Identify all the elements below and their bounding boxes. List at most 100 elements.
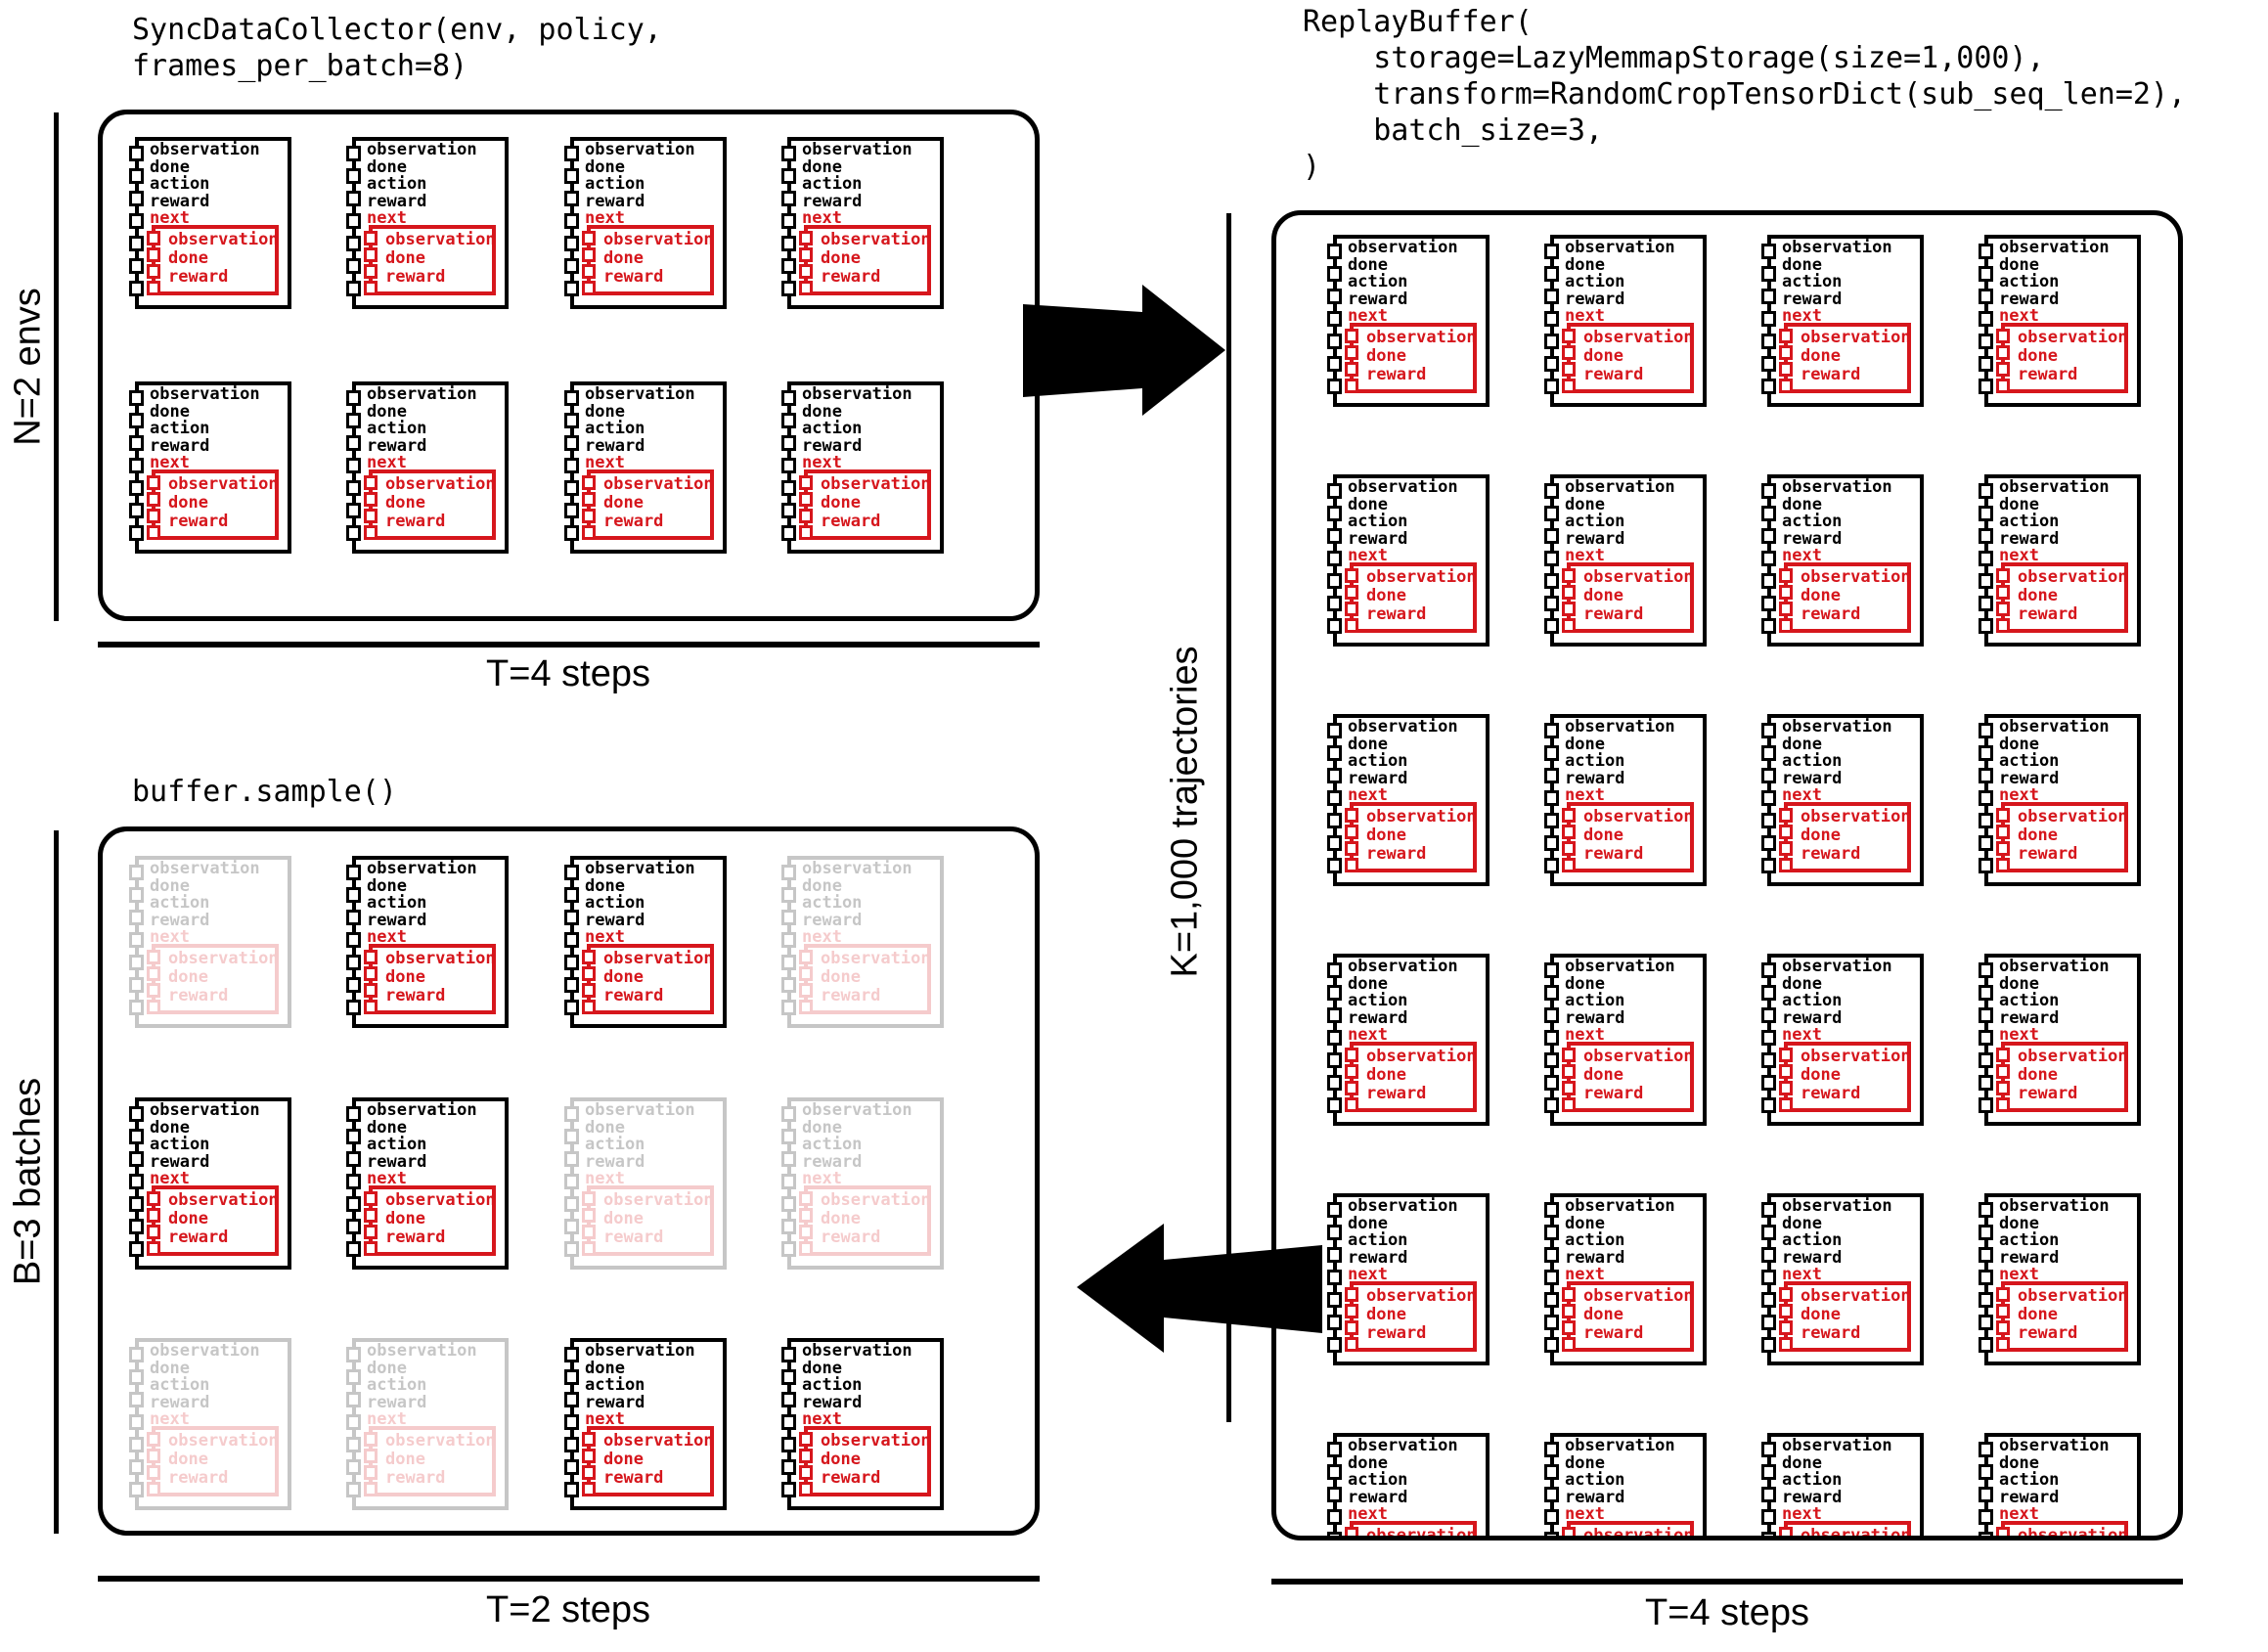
binder-square-red-icon [582,1225,596,1239]
binder-square-icon [346,955,361,970]
key-label-next: next [802,1169,842,1188]
binder-square-icon [564,168,579,184]
binder-square-icon [346,458,361,473]
binder-square-icon [1761,813,1776,828]
binder-square-icon [1544,790,1559,806]
key-label: done [802,1117,842,1138]
key-label: reward [585,435,645,456]
binder-square-icon [1544,551,1559,566]
key-label: observation [1583,1047,1694,1066]
key-label: done [1348,254,1388,275]
key-label: done [1999,254,2039,275]
binder-square-red-icon [582,525,596,540]
key-label: reward [1565,289,1625,309]
binder-square-red-icon [799,475,813,490]
key-label: done [168,493,208,513]
key-label: done [1348,734,1388,754]
binder-square-icon [129,1196,144,1212]
binder-square-icon [346,1000,361,1015]
binder-square-icon [1979,1464,1993,1480]
binder-square-icon [129,977,144,993]
binder-square-icon [346,1196,361,1212]
binder-square-icon [129,865,144,880]
binder-square-red-icon [1345,1337,1358,1352]
binder-square-red-icon [1345,379,1358,393]
binder-square-red-icon [1345,858,1358,872]
key-label: observation [1565,477,1675,497]
binder-square-icon [1761,962,1776,978]
collector-t-axis-label: T=4 steps [486,653,650,694]
binder-square-icon [129,168,144,184]
key-label-next: next [585,1409,625,1429]
binder-square-icon [129,1437,144,1452]
key-label: observation [1782,238,1892,257]
key-label: reward [1801,365,1861,384]
key-label-next: next [367,1409,407,1429]
key-label: done [150,156,190,177]
key-label: observation [1801,807,1911,826]
binder-square-red-icon [1562,1287,1576,1302]
key-label: observation [2018,1047,2128,1066]
key-label: observation [603,1431,714,1451]
binder-square-icon [1979,1225,1993,1240]
binder-square-red-icon [1779,1527,1793,1536]
key-label: reward [367,1392,427,1412]
binder-square-icon [1544,334,1559,349]
binder-square-red-icon [364,966,378,981]
binder-square-icon [781,1459,796,1475]
key-label: action [802,419,863,438]
binder-square-icon [781,1414,796,1430]
binder-square-icon [1544,1007,1559,1023]
key-label: observation [385,230,496,249]
binder-square-icon [1327,551,1342,566]
binder-square-red-icon [1345,345,1358,360]
binder-square-icon [1327,483,1342,499]
binder-square-red-icon [799,950,813,964]
key-label: done [1348,1213,1388,1233]
binder-square-icon [129,1129,144,1144]
binder-square-icon [1979,1097,1993,1113]
binder-square-icon [1761,1509,1776,1525]
binder-square-icon [1327,835,1342,851]
binder-square-icon [781,1106,796,1122]
key-label-next: next [1565,1025,1605,1045]
binder-square-red-icon [147,264,160,279]
key-label: reward [1348,768,1408,788]
binder-square-icon [564,1196,579,1212]
binder-square-icon [781,1437,796,1452]
binder-square-icon [564,1437,579,1452]
binder-square-red-icon [364,509,378,523]
binder-square-red-icon [1345,1287,1358,1302]
binder-square-red-icon [1996,602,2010,616]
key-label: observation [1801,567,1911,587]
key-label: observation [1999,957,2110,976]
binder-square-icon [1761,1315,1776,1330]
key-label: done [1366,1065,1406,1085]
binder-square-red-icon [799,1482,813,1496]
binder-square-icon [564,1106,579,1122]
key-label: action [367,174,427,194]
binder-square-icon [1327,1052,1342,1068]
binder-square-icon [1979,506,1993,521]
